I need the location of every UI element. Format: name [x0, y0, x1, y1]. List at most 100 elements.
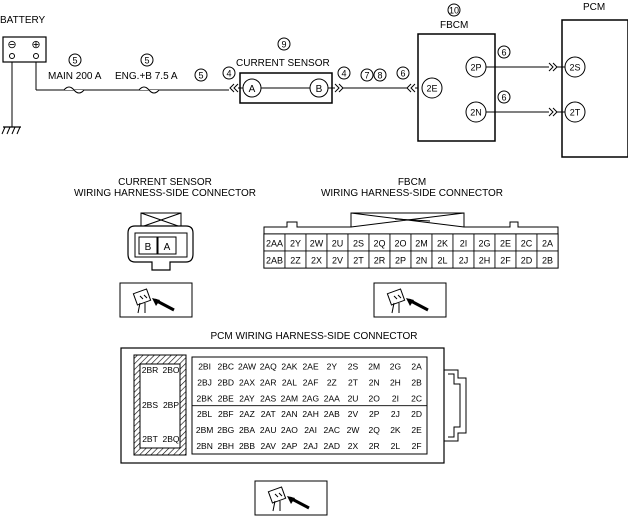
pcm-pin-label: 2J: [391, 409, 400, 419]
battery-label: BATTERY: [0, 15, 46, 26]
pcm-pin-label: 2M: [368, 362, 380, 372]
ref-7: 7: [360, 68, 374, 82]
pcm-pin-label: 2T: [348, 377, 358, 387]
ref-cs: 9: [277, 37, 291, 51]
fbcm-pin-2e: 2E: [426, 84, 437, 94]
pcm-label: PCM: [583, 2, 605, 13]
pcm-pin-label: 2AV: [260, 441, 276, 451]
fbcm-pin-label: 2X: [311, 256, 322, 266]
connector-chevron-icon: [229, 83, 239, 93]
pcm-pin-label: 2AY: [239, 393, 255, 403]
ref-2p: 6: [497, 45, 511, 59]
pcm-pin-label: 2R: [369, 441, 380, 451]
pcm-left-pin-label: 2BR: [142, 365, 159, 375]
fbcm-label: FBCM: [440, 20, 468, 31]
pcm-left-pin-label: 2BP: [163, 400, 179, 410]
connector-chevron-icon: [548, 62, 558, 72]
pcm-pin-2s: 2S: [569, 63, 580, 73]
pcm-pin-label: 2AE: [303, 362, 319, 372]
cs-pin-b: B: [316, 84, 323, 95]
pcm-pin-label: 2P: [369, 409, 380, 419]
svg-text:6: 6: [501, 93, 506, 103]
fbcm-pin-label: 2K: [437, 239, 448, 249]
pcm-pin-label: 2X: [348, 441, 359, 451]
connector-chevron-icon: [334, 83, 344, 93]
cs-pin-a: A: [249, 84, 256, 95]
pcm-pin-label: 2BD: [218, 377, 235, 387]
pcm-pin-label: 2BH: [218, 441, 235, 451]
pcm-pin-label: 2AX: [239, 377, 255, 387]
pcm-pin-label: 2AP: [281, 441, 297, 451]
pcm-module: PCM 2S 2T: [561, 2, 628, 158]
svg-text:5: 5: [144, 56, 149, 66]
fbcm-pin-label: 2S: [353, 239, 364, 249]
fbcm-pin-label: 2G: [478, 239, 490, 249]
pcm-pin-label: 2BI: [198, 362, 211, 372]
fbcm-pin-label: 2Q: [373, 239, 385, 249]
pcm-pin-label: 2AB: [324, 409, 340, 419]
svg-text:10: 10: [449, 6, 459, 16]
fbcm-pin-label: 2P: [395, 256, 406, 266]
connector-view-icon: [119, 282, 193, 318]
cs-connector-title-2: WIRING HARNESS-SIDE CONNECTOR: [74, 188, 256, 199]
pcm-pin-label: 2AH: [302, 409, 319, 419]
pcm-pin-label: 2C: [411, 393, 422, 403]
fbcm-pin-label: 2R: [374, 256, 386, 266]
pcm-pin-2t: 2T: [570, 108, 581, 118]
fbcm-pin-2p: 2P: [470, 63, 481, 73]
fbcm-pin-label: 2AA: [266, 239, 283, 249]
svg-text:8: 8: [377, 71, 382, 81]
connector-chevron-icon: [406, 83, 416, 93]
pcm-pin-label: 2AA: [324, 393, 340, 403]
pcm-pin-label: 2H: [390, 377, 401, 387]
pcm-pin-label: 2AN: [281, 409, 298, 419]
current-sensor: CURRENT SENSOR A B: [236, 58, 333, 104]
battery-minus-terminal: ⊖: [7, 39, 16, 51]
fbcm-pin-label: 2B: [542, 256, 553, 266]
battery: BATTERY ⊖ ⊕: [0, 15, 47, 135]
pcm-pin-label: 2F: [412, 441, 422, 451]
fuse-main-label: MAIN 200 A: [48, 71, 102, 82]
pcm-pin-label: 2Z: [327, 377, 337, 387]
pcm-pin-label: 2L: [391, 441, 401, 451]
pcm-pin-label: 2AC: [324, 425, 341, 435]
pcm-pin-label: 2S: [348, 362, 359, 372]
svg-text:4: 4: [341, 69, 346, 79]
pcm-pin-label: 2O: [369, 393, 381, 403]
pcm-pin-label: 2BB: [239, 441, 255, 451]
connector-view-icon: [373, 282, 447, 318]
pcm-left-pin-label: 2BT: [142, 434, 158, 444]
battery-plus-terminal: ⊕: [31, 39, 40, 51]
pcm-pin-label: 2AD: [324, 441, 341, 451]
fbcm-pin-label: 2D: [521, 256, 533, 266]
pcm-pin-label: 2AG: [302, 393, 319, 403]
pcm-pin-label: 2BJ: [197, 377, 212, 387]
pcm-pin-label: 2BK: [197, 393, 213, 403]
svg-text:4: 4: [226, 69, 231, 79]
pcm-pin-label: 2K: [390, 425, 401, 435]
fbcm-connector-title-2: WIRING HARNESS-SIDE CONNECTOR: [321, 188, 503, 199]
fbcm-pin-label: 2AB: [266, 256, 283, 266]
pcm-pin-label: 2AI: [304, 425, 317, 435]
fbcm-pin-label: 2U: [332, 239, 344, 249]
pcm-pin-label: 2AO: [281, 425, 298, 435]
svg-text:6: 6: [400, 69, 405, 79]
pcm-connector-title: PCM WIRING HARNESS-SIDE CONNECTOR: [210, 331, 417, 342]
pcm-pin-label: 2BN: [196, 441, 213, 451]
cs-connector-pin: B: [145, 242, 152, 253]
fbcm-pin-label: 2T: [353, 256, 364, 266]
pcm-pin-label: 2BM: [196, 425, 213, 435]
fuse-eng: ENG.+B 7.5 A: [115, 71, 178, 94]
pcm-pin-label: 2Q: [369, 425, 381, 435]
fbcm-pin-label: 2L: [437, 256, 447, 266]
fbcm-pin-2n: 2N: [470, 108, 482, 118]
ref-cs-a: 4: [222, 66, 236, 80]
pcm-pin-label: 2AF: [303, 377, 319, 387]
fbcm-connector-title-1: FBCM: [398, 177, 426, 188]
pcm-pin-label: 2AZ: [239, 409, 255, 419]
pcm-pin-label: 2AS: [260, 393, 276, 403]
ref-fbcm: 10: [447, 3, 461, 17]
pcm-pin-label: 2AK: [281, 362, 297, 372]
svg-text:5: 5: [198, 71, 203, 81]
